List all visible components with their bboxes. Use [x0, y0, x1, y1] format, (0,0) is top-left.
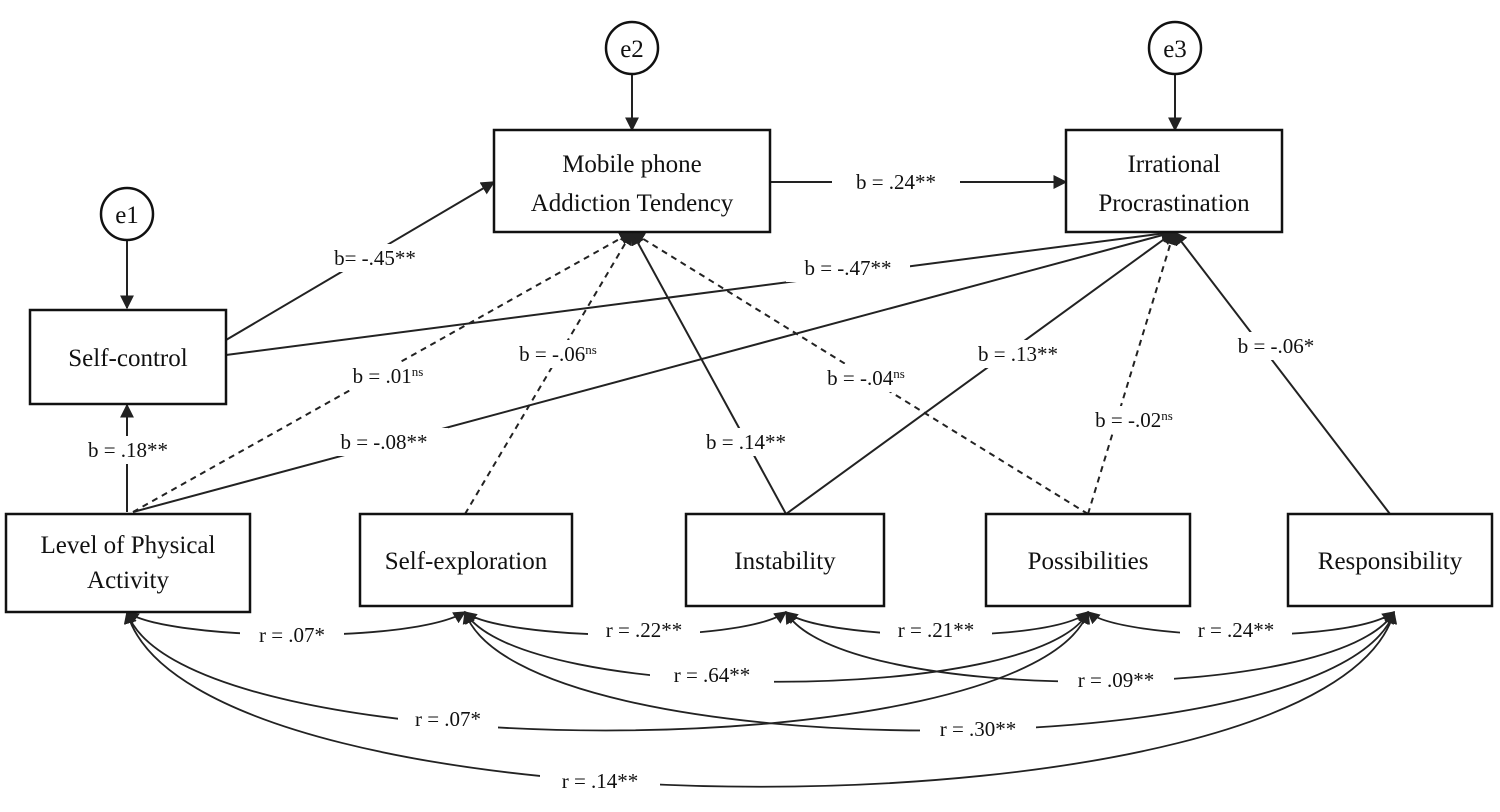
node-instability: Instability [684, 512, 886, 608]
error-e1: e1 [99, 186, 155, 242]
self-exploration-label: Self-exploration [385, 548, 548, 575]
path-lpa-ip [132, 228, 1176, 513]
label-poss-mpat-sup: ns [893, 366, 905, 381]
label-corr-inst-resp: r = .09** [1078, 668, 1155, 692]
node-possibilities: Possibilities [984, 512, 1192, 608]
label-lpa-mpat-sup: ns [412, 364, 424, 379]
possibilities-label: Possibilities [1028, 548, 1149, 575]
label-lpa-ip: b = -.08** [340, 430, 427, 454]
label-inst-ip: b = .13** [978, 342, 1058, 366]
e2-label: e2 [620, 36, 644, 63]
label-poss-ip: b = -.02ns [1095, 408, 1173, 432]
label-se-mpat-main: b = -.06 [519, 342, 585, 366]
label-lpa-mpat-main: b = .01 [353, 364, 412, 388]
label-corr-lpa-poss: r = .07* [415, 707, 481, 731]
label-corr-se-resp: r = .30** [940, 717, 1017, 741]
node-irrational-procrastination: Irrational Procrastination [1064, 128, 1284, 234]
node-mobile-phone-addiction: Mobile phone Addiction Tendency [492, 128, 772, 234]
node-level-of-physical-activity: Level of Physical Activity [4, 512, 252, 614]
label-corr-inst-poss: r = .21** [898, 618, 975, 642]
path-poss-ip [1087, 230, 1178, 515]
label-corr-lpa-resp: r = .14** [562, 769, 639, 793]
corr-arc-lpa-poss [124, 610, 1090, 732]
mpat-label-line2: Addiction Tendency [531, 190, 734, 217]
node-responsibility: Responsibility [1286, 512, 1494, 608]
label-sc-mpat: b= -.45** [334, 246, 416, 270]
correlation-labels: r = .07* r = .22** r = .21** r = .24** r… [240, 617, 1292, 794]
label-corr-se-inst: r = .22** [606, 618, 683, 642]
path-resp-ip [1173, 230, 1391, 515]
path-inst-ip [785, 231, 1176, 515]
path-labels: b = .24** b= -.45** b = -.47** b = .18**… [72, 168, 1332, 464]
self-control-label: Self-control [68, 345, 187, 372]
path-se-mpat [464, 230, 633, 515]
mpat-label-line1: Mobile phone [562, 151, 702, 178]
label-poss-ip-sup: ns [1161, 408, 1173, 423]
label-lpa-sc: b = .18** [88, 438, 168, 462]
error-e3: e3 [1147, 20, 1203, 76]
label-corr-se-poss: r = .64** [674, 663, 751, 687]
label-poss-ip-main: b = -.02 [1095, 408, 1161, 432]
responsibility-label: Responsibility [1318, 548, 1463, 575]
label-corr-lpa-se: r = .07* [259, 623, 325, 647]
lpa-label-line1: Level of Physical [41, 532, 216, 559]
path-sc-ip [225, 226, 1176, 356]
path-inst-mpat [631, 230, 787, 515]
label-mpat-ip: b = .24** [856, 170, 936, 194]
corr-arc-se-poss [464, 610, 1089, 683]
ip-label-line1: Irrational [1127, 151, 1220, 178]
error-e2: e2 [604, 20, 660, 76]
node-self-exploration: Self-exploration [358, 512, 574, 608]
error-arrows [120, 74, 1182, 310]
corr-arc-lpa-resp [123, 610, 1398, 788]
label-lpa-mpat: b = .01ns [353, 364, 424, 388]
instability-label: Instability [734, 548, 836, 575]
label-poss-mpat-main: b = -.04 [827, 366, 894, 390]
label-se-mpat-sup: ns [585, 342, 597, 357]
label-sc-ip: b = -.47** [804, 256, 891, 280]
lpa-label-line2: Activity [87, 567, 169, 594]
node-self-control: Self-control [28, 308, 228, 406]
e3-label: e3 [1163, 36, 1187, 63]
label-corr-poss-resp: r = .24** [1198, 618, 1275, 642]
e1-label: e1 [115, 202, 139, 229]
label-poss-mpat: b = -.04ns [827, 366, 905, 390]
label-inst-mpat: b = .14** [706, 430, 786, 454]
label-resp-ip: b = -.06* [1238, 334, 1315, 358]
ip-label-line2: Procrastination [1098, 190, 1250, 217]
label-se-mpat: b = -.06ns [519, 342, 597, 366]
